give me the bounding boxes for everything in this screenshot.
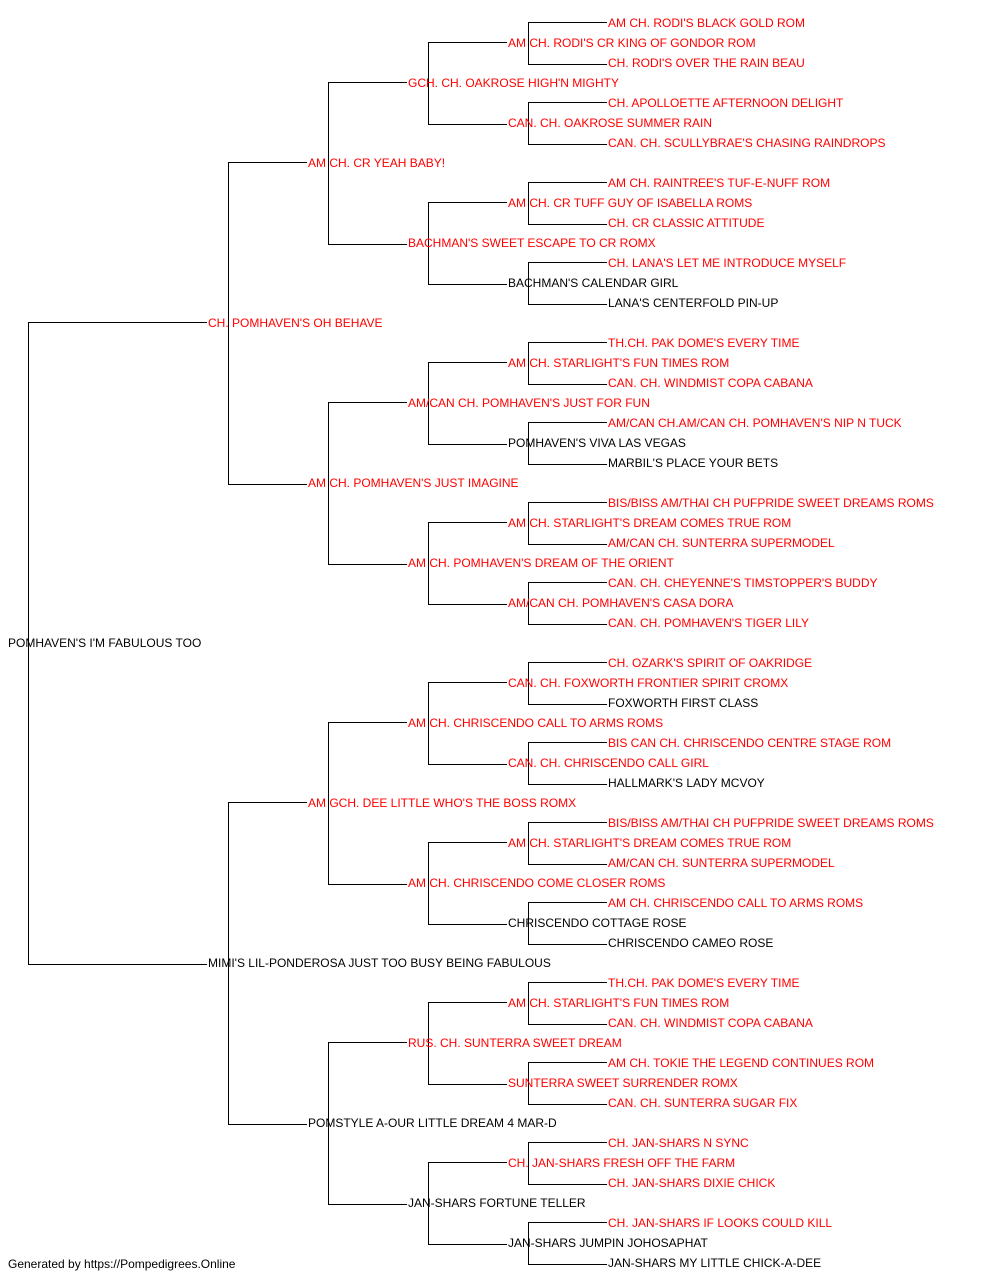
pedigree-entry-gen5-root-dam-sire-sire-dam-sire[interactable]: BIS CAN CH. CHRISCENDO CENTRE STAGE ROM [608,736,892,750]
pedigree-entry-gen5-root-dam-dam-sire-sire-dam[interactable]: CAN. CH. WINDMIST COPA CABANA [608,1016,813,1030]
pedigree-entry-gen1-root-sire[interactable]: CH. POMHAVEN'S OH BEHAVE [208,316,383,330]
pedigree-entry-gen5-root-sire-dam-dam-sire-dam[interactable]: AM/CAN CH. SUNTERRA SUPERMODEL [608,536,835,550]
pedigree-entry-gen4-root-dam-dam-sire-sire[interactable]: AM CH. STARLIGHT'S FUN TIMES ROM [508,996,730,1010]
pedigree-entry-gen5-root-dam-sire-dam-sire-dam[interactable]: AM/CAN CH. SUNTERRA SUPERMODEL [608,856,835,870]
pedigree-entry-gen5-root-dam-sire-dam-dam-dam[interactable]: CHRISCENDO CAMEO ROSE [608,936,774,950]
pedigree-entry-gen4-root-dam-sire-dam-dam[interactable]: CHRISCENDO COTTAGE ROSE [508,916,687,930]
pedigree-entry-gen5-root-sire-sire-sire-sire-dam[interactable]: CH. RODI'S OVER THE RAIN BEAU [608,56,805,70]
pedigree-entry-gen4-root-dam-dam-dam-sire[interactable]: CH. JAN-SHARS FRESH OFF THE FARM [508,1156,736,1170]
pedigree-entry-gen5-root-sire-dam-sire-dam-sire[interactable]: AM/CAN CH.AM/CAN CH. POMHAVEN'S NIP N TU… [608,416,902,430]
pedigree-entry-gen5-root-sire-dam-sire-sire-dam[interactable]: CAN. CH. WINDMIST COPA CABANA [608,376,813,390]
pedigree-entry-gen5-root-sire-dam-sire-dam-dam[interactable]: MARBIL'S PLACE YOUR BETS [608,456,779,470]
pedigree-entry-gen5-root-sire-sire-sire-dam-dam[interactable]: CAN. CH. SCULLYBRAE'S CHASING RAINDROPS [608,136,886,150]
pedigree-entry-gen5-root-dam-sire-sire-sire-sire[interactable]: CH. OZARK'S SPIRIT OF OAKRIDGE [608,656,813,670]
pedigree-entry-gen5-root-dam-dam-dam-dam-dam[interactable]: JAN-SHARS MY LITTLE CHICK-A-DEE [608,1256,822,1270]
pedigree-entry-gen4-root-sire-sire-dam-dam[interactable]: BACHMAN'S CALENDAR GIRL [508,276,679,290]
pedigree-entry-gen4-root-sire-sire-dam-sire[interactable]: AM CH. CR TUFF GUY OF ISABELLA ROMS [508,196,753,210]
pedigree-entry-gen4-root-sire-dam-sire-sire[interactable]: AM CH. STARLIGHT'S FUN TIMES ROM [508,356,730,370]
pedigree-entry-gen5-root-sire-sire-dam-sire-sire[interactable]: AM CH. RAINTREE'S TUF-E-NUFF ROM [608,176,831,190]
pedigree-entry-gen4-root-sire-dam-dam-dam[interactable]: AM/CAN CH. POMHAVEN'S CASA DORA [508,596,734,610]
pedigree-entry-gen5-root-sire-sire-dam-dam-dam[interactable]: LANA'S CENTERFOLD PIN-UP [608,296,779,310]
pedigree-entry-gen5-root-dam-sire-dam-dam-sire[interactable]: AM CH. CHRISCENDO CALL TO ARMS ROMS [608,896,864,910]
pedigree-entry-gen5-root-dam-dam-sire-sire-sire[interactable]: TH.CH. PAK DOME'S EVERY TIME [608,976,800,990]
pedigree-entry-gen5-root-dam-dam-dam-dam-sire[interactable]: CH. JAN-SHARS IF LOOKS COULD KILL [608,1216,833,1230]
pedigree-entry-gen0-root[interactable]: POMHAVEN'S I'M FABULOUS TOO [8,636,202,650]
pedigree-entry-gen2-root-sire-dam[interactable]: AM CH. POMHAVEN'S JUST IMAGINE [308,476,519,490]
pedigree-entry-gen4-root-sire-dam-sire-dam[interactable]: POMHAVEN'S VIVA LAS VEGAS [508,436,686,450]
pedigree-entry-gen3-root-sire-dam-dam[interactable]: AM CH. POMHAVEN'S DREAM OF THE ORIENT [408,556,674,570]
pedigree-entry-gen5-root-dam-dam-dam-sire-sire[interactable]: CH. JAN-SHARS N SYNC [608,1136,749,1150]
pedigree-entry-gen3-root-sire-sire-sire[interactable]: GCH. CH. OAKROSE HIGH'N MIGHTY [408,76,619,90]
footer-credit: Generated by https://Pompedigrees.Online [8,1257,236,1271]
pedigree-entry-gen4-root-dam-sire-sire-dam[interactable]: CAN. CH. CHRISCENDO CALL GIRL [508,756,709,770]
pedigree-entry-gen1-root-dam[interactable]: MIMI'S LIL-PONDEROSA JUST TOO BUSY BEING… [208,956,551,970]
pedigree-entry-gen4-root-dam-sire-sire-sire[interactable]: CAN. CH. FOXWORTH FRONTIER SPIRIT CROMX [508,676,789,690]
pedigree-entry-gen5-root-sire-dam-sire-sire-sire[interactable]: TH.CH. PAK DOME'S EVERY TIME [608,336,800,350]
pedigree-entry-gen5-root-sire-sire-sire-dam-sire[interactable]: CH. APOLLOETTE AFTERNOON DELIGHT [608,96,844,110]
pedigree-entry-gen5-root-dam-dam-sire-dam-dam[interactable]: CAN. CH. SUNTERRA SUGAR FIX [608,1096,798,1110]
pedigree-entry-gen5-root-dam-sire-dam-sire-sire[interactable]: BIS/BISS AM/THAI CH PUFPRIDE SWEET DREAM… [608,816,934,830]
pedigree-entry-gen2-root-dam-dam[interactable]: POMSTYLE A-OUR LITTLE DREAM 4 MAR-D [308,1116,557,1130]
pedigree-entry-gen5-root-sire-dam-dam-sire-sire[interactable]: BIS/BISS AM/THAI CH PUFPRIDE SWEET DREAM… [608,496,934,510]
pedigree-entry-gen3-root-dam-sire-dam[interactable]: AM CH. CHRISCENDO COME CLOSER ROMS [408,876,666,890]
pedigree-entry-gen4-root-sire-dam-dam-sire[interactable]: AM CH. STARLIGHT'S DREAM COMES TRUE ROM [508,516,792,530]
pedigree-entry-gen5-root-dam-sire-sire-sire-dam[interactable]: FOXWORTH FIRST CLASS [608,696,759,710]
pedigree-entry-gen4-root-dam-dam-dam-dam[interactable]: JAN-SHARS JUMPIN JOHOSAPHAT [508,1236,708,1250]
pedigree-entry-gen5-root-sire-sire-sire-sire-sire[interactable]: AM CH. RODI'S BLACK GOLD ROM [608,16,805,30]
pedigree-entry-gen2-root-dam-sire[interactable]: AM GCH. DEE LITTLE WHO'S THE BOSS ROMX [308,796,577,810]
pedigree-entry-gen5-root-sire-sire-dam-sire-dam[interactable]: CH. CR CLASSIC ATTITUDE [608,216,765,230]
pedigree-entry-gen5-root-dam-dam-sire-dam-sire[interactable]: AM CH. TOKIE THE LEGEND CONTINUES ROM [608,1056,875,1070]
pedigree-entry-gen3-root-dam-sire-sire[interactable]: AM CH. CHRISCENDO CALL TO ARMS ROMS [408,716,664,730]
pedigree-entry-gen3-root-dam-dam-sire[interactable]: RUS. CH. SUNTERRA SWEET DREAM [408,1036,622,1050]
pedigree-entry-gen4-root-dam-sire-dam-sire[interactable]: AM CH. STARLIGHT'S DREAM COMES TRUE ROM [508,836,792,850]
pedigree-entry-gen5-root-dam-dam-dam-sire-dam[interactable]: CH. JAN-SHARS DIXIE CHICK [608,1176,776,1190]
pedigree-entry-gen2-root-sire-sire[interactable]: AM CH. CR YEAH BABY! [308,156,446,170]
pedigree-entry-gen5-root-dam-sire-sire-dam-dam[interactable]: HALLMARK'S LADY MCVOY [608,776,765,790]
pedigree-entry-gen4-root-sire-sire-sire-dam[interactable]: CAN. CH. OAKROSE SUMMER RAIN [508,116,713,130]
pedigree-entry-gen5-root-sire-sire-dam-dam-sire[interactable]: CH. LANA'S LET ME INTRODUCE MYSELF [608,256,847,270]
pedigree-entry-gen4-root-dam-dam-sire-dam[interactable]: SUNTERRA SWEET SURRENDER ROMX [508,1076,738,1090]
pedigree-entry-gen3-root-sire-sire-dam[interactable]: BACHMAN'S SWEET ESCAPE TO CR ROMX [408,236,656,250]
pedigree-entry-gen5-root-sire-dam-dam-dam-sire[interactable]: CAN. CH. CHEYENNE'S TIMSTOPPER'S BUDDY [608,576,878,590]
pedigree-entry-gen3-root-dam-dam-dam[interactable]: JAN-SHARS FORTUNE TELLER [408,1196,586,1210]
pedigree-entry-gen5-root-sire-dam-dam-dam-dam[interactable]: CAN. CH. POMHAVEN'S TIGER LILY [608,616,809,630]
pedigree-entry-gen4-root-sire-sire-sire-sire[interactable]: AM CH. RODI'S CR KING OF GONDOR ROM [508,36,756,50]
pedigree-entry-gen3-root-sire-dam-sire[interactable]: AM/CAN CH. POMHAVEN'S JUST FOR FUN [408,396,650,410]
